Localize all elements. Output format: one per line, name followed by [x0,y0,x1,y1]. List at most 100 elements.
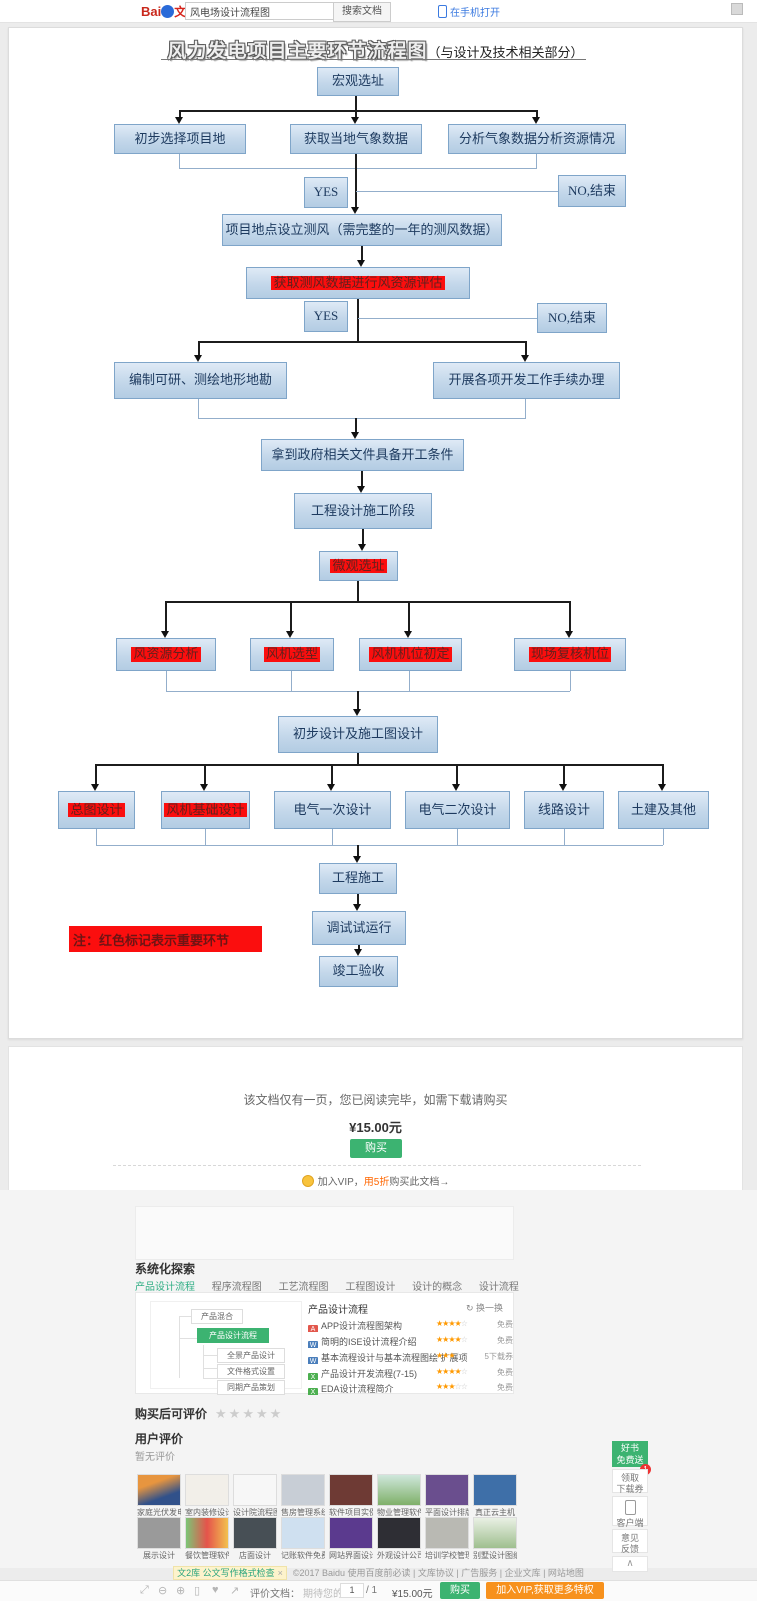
tab-product-design-flow[interactable]: 产品设计流程 [135,1282,195,1299]
tree-node-child-1[interactable]: 全景产品设计 [217,1348,285,1363]
related-doc[interactable]: 软件项目实例 [329,1474,373,1518]
arrowhead [161,631,169,638]
connector [355,154,357,207]
related-doc[interactable]: 平面设计排版 [425,1474,469,1518]
node-commissioning: 调试试运行 [312,911,406,945]
tab-engineering-drawing[interactable]: 工程图设计 [345,1282,396,1293]
connector [179,168,537,169]
connector [204,764,206,784]
page-number-input[interactable]: 1 [340,1583,364,1598]
related-doc[interactable]: 记账软件免费版 [281,1517,325,1561]
arrowhead [91,784,99,791]
fit-screen-icon[interactable]: ⤢ [140,1584,149,1596]
empty-stars[interactable]: ★★★★★ [215,1406,284,1421]
thumbnail-image [425,1517,469,1549]
related-doc[interactable]: 售房管理系统 [281,1474,325,1518]
search-button[interactable]: 搜索文档 [333,2,391,22]
explore-section-title: 系统化探索 [135,1262,196,1276]
related-doc[interactable]: 餐饮管理软件 [185,1517,229,1561]
title-underline [161,59,586,60]
connector [525,341,527,355]
doc-price: 免费 [497,1320,513,1329]
node-construction: 工程施工 [319,863,397,894]
connector [358,318,537,319]
related-doc[interactable]: 别墅设计图纸图 [473,1517,517,1561]
header-corner-icon[interactable] [731,3,743,15]
related-doc[interactable]: 展示设计 [137,1517,181,1561]
tab-program-flowchart[interactable]: 程序流程图 [211,1282,262,1293]
copyright-text: ©2017 Baidu 使用百度前必读 | 文库协议 | 广告服务 | 企业文库… [292,1568,584,1578]
zoom-in-icon[interactable]: ⊕ [176,1585,186,1597]
footer-promo-tag[interactable]: 文2库 公文写作格式检查× [173,1566,287,1580]
toolbar-vip-button[interactable]: 加入VIP,获取更多特权 [486,1582,604,1599]
word-icon: W [308,1357,318,1364]
client-app-button[interactable]: 客户端 [612,1496,648,1528]
share-icon[interactable]: ↗ [230,1585,240,1597]
related-doc[interactable]: 物业管理软件 [377,1474,421,1518]
close-icon[interactable]: × [277,1568,283,1578]
download-coupon-button[interactable]: 领取下载券 [612,1469,648,1494]
related-doc[interactable]: 室内装修设计规 [185,1474,229,1518]
tree-node-child-3[interactable]: 同期产品策划 [217,1380,285,1395]
refresh-button[interactable]: ↻ 换一换 [466,1303,504,1313]
related-doc[interactable]: 家庭光伏发电 [137,1474,181,1518]
related-doc[interactable]: 培训学校管理系统 [425,1517,469,1561]
arrowhead [286,631,294,638]
thumbnail-image [137,1517,181,1549]
tab-process-flowchart[interactable]: 工艺流程图 [278,1282,329,1293]
thumbnail-image [473,1517,517,1549]
tab-design-flow[interactable]: 设计流程 [478,1282,519,1293]
feedback-button[interactable]: 意见反馈 [612,1529,648,1554]
node-wind-analysis: 风资源分析 [116,638,216,671]
connector [358,945,360,949]
arrowhead [351,207,359,214]
search-input[interactable] [185,2,337,20]
arrowhead [351,117,359,124]
connector [361,246,363,260]
connector [166,671,167,691]
phone-icon [624,1500,636,1515]
zoom-out-icon[interactable]: ⊖ [158,1585,168,1597]
related-doc[interactable]: 网站界面设计 [329,1517,373,1561]
toolbar-buy-button[interactable]: 购买 [440,1582,480,1599]
related-doc[interactable]: 真正云主机 [473,1474,517,1518]
word-icon: W [308,1341,318,1348]
related-doc[interactable]: 店面设计 [233,1517,277,1561]
open-in-mobile-link[interactable]: 在手机打开 [438,4,500,19]
tree-node-child-2[interactable]: 文件格式设置 [217,1364,285,1379]
free-book-gift-button[interactable]: 好书免费送 [612,1441,648,1467]
node-gov-documents: 拿到政府相关文件具备开工条件 [261,439,464,471]
connector [357,753,359,764]
arrowhead [351,432,359,439]
pdf-icon: A [308,1325,318,1332]
favorite-icon[interactable]: ♥ [212,1584,219,1596]
doc-list-title: 产品设计流程 [308,1305,368,1316]
vip-promo-line[interactable]: 加入VIP，用5折购买此文档→ [9,1173,742,1188]
chevron-up-icon: ∧ [626,1558,634,1569]
arrowhead [452,784,460,791]
bookmark-icon[interactable]: ▯ [194,1585,201,1597]
back-to-top-button[interactable]: ∧ [612,1556,648,1572]
arrowhead [354,949,362,956]
connector [362,529,364,544]
tab-design-concept[interactable]: 设计的概念 [412,1282,463,1293]
related-doc[interactable]: 设计院流程图 [233,1474,277,1518]
related-doc[interactable]: 外观设计公司 [377,1517,421,1561]
thumbnail-image [377,1474,421,1506]
explore-panel: 产品混合 产品设计流程 全景产品设计 文件格式设置 同期产品策划 产品设计流程 … [135,1292,514,1395]
node-feasibility: 编制可研、测绘地形地勘 [114,362,287,399]
arrowhead [353,709,361,716]
connector [361,471,363,486]
buy-button[interactable]: 购买 [350,1139,402,1158]
thumbnail-image [281,1474,325,1506]
tree-node-root[interactable]: 产品混合 [191,1309,243,1324]
rate-doc-hint[interactable]: 期待您的评价 [303,1589,363,1600]
tree-node-active[interactable]: 产品设计流程 [197,1328,269,1343]
user-reviews-title: 用户评价 [135,1432,184,1446]
arrowhead [353,856,361,863]
